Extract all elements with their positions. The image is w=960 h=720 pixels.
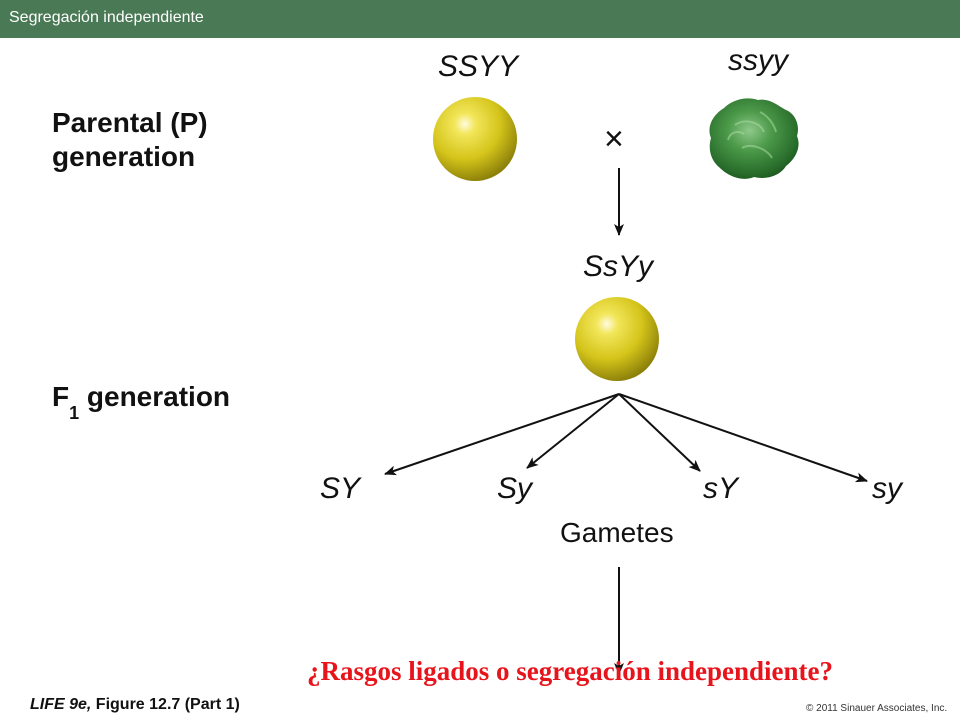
citation-figure: Figure 12.7 (Part 1): [91, 696, 240, 713]
f1-label-subscript: 1: [69, 402, 80, 423]
f1-label-main: F: [52, 381, 70, 412]
slide-title: Segregación independiente: [9, 9, 204, 26]
green-wrinkled-pea-parent: [709, 98, 799, 179]
genotype-ssyy-dominant: SSYY: [438, 50, 519, 83]
genotype-f1: SsYy: [583, 250, 654, 283]
gamete-Sy: Sy: [497, 472, 533, 505]
question-text: ¿Rasgos ligados o segregación independie…: [306, 656, 834, 686]
cross-symbol: ×: [604, 120, 624, 158]
gamete-sY: sY: [703, 472, 739, 505]
gametes-label: Gametes: [560, 517, 674, 548]
parental-generation-label: Parental (P) generation: [52, 106, 208, 174]
f1-label-rest: generation: [79, 381, 231, 412]
arrow-gamete-sY: [618, 393, 701, 472]
gamete-SY: SY: [320, 472, 361, 505]
arrow-gamete-sy: [618, 393, 868, 483]
citation-book: LIFE 9e,: [30, 696, 92, 713]
header-bar: Segregación independiente: [0, 0, 960, 38]
figure-citation: LIFE 9e, Figure 12.7 (Part 1): [30, 696, 240, 714]
genotype-ssyy-recessive: ssyy: [728, 44, 788, 77]
copyright-notice: © 2011 Sinauer Associates, Inc.: [806, 703, 948, 714]
parental-label-line1: Parental (P): [52, 107, 208, 138]
gamete-sy: sy: [872, 472, 902, 505]
arrow-gamete-Sy: [526, 393, 620, 469]
green-pea-wrinkles: [727, 111, 777, 159]
f1-generation-label: F1 generation: [52, 380, 230, 424]
parental-label-line2: generation: [52, 141, 196, 172]
arrow-gamete-SY: [384, 393, 620, 476]
yellow-round-pea-f1: [575, 297, 659, 381]
yellow-round-pea-parent: [433, 97, 517, 181]
